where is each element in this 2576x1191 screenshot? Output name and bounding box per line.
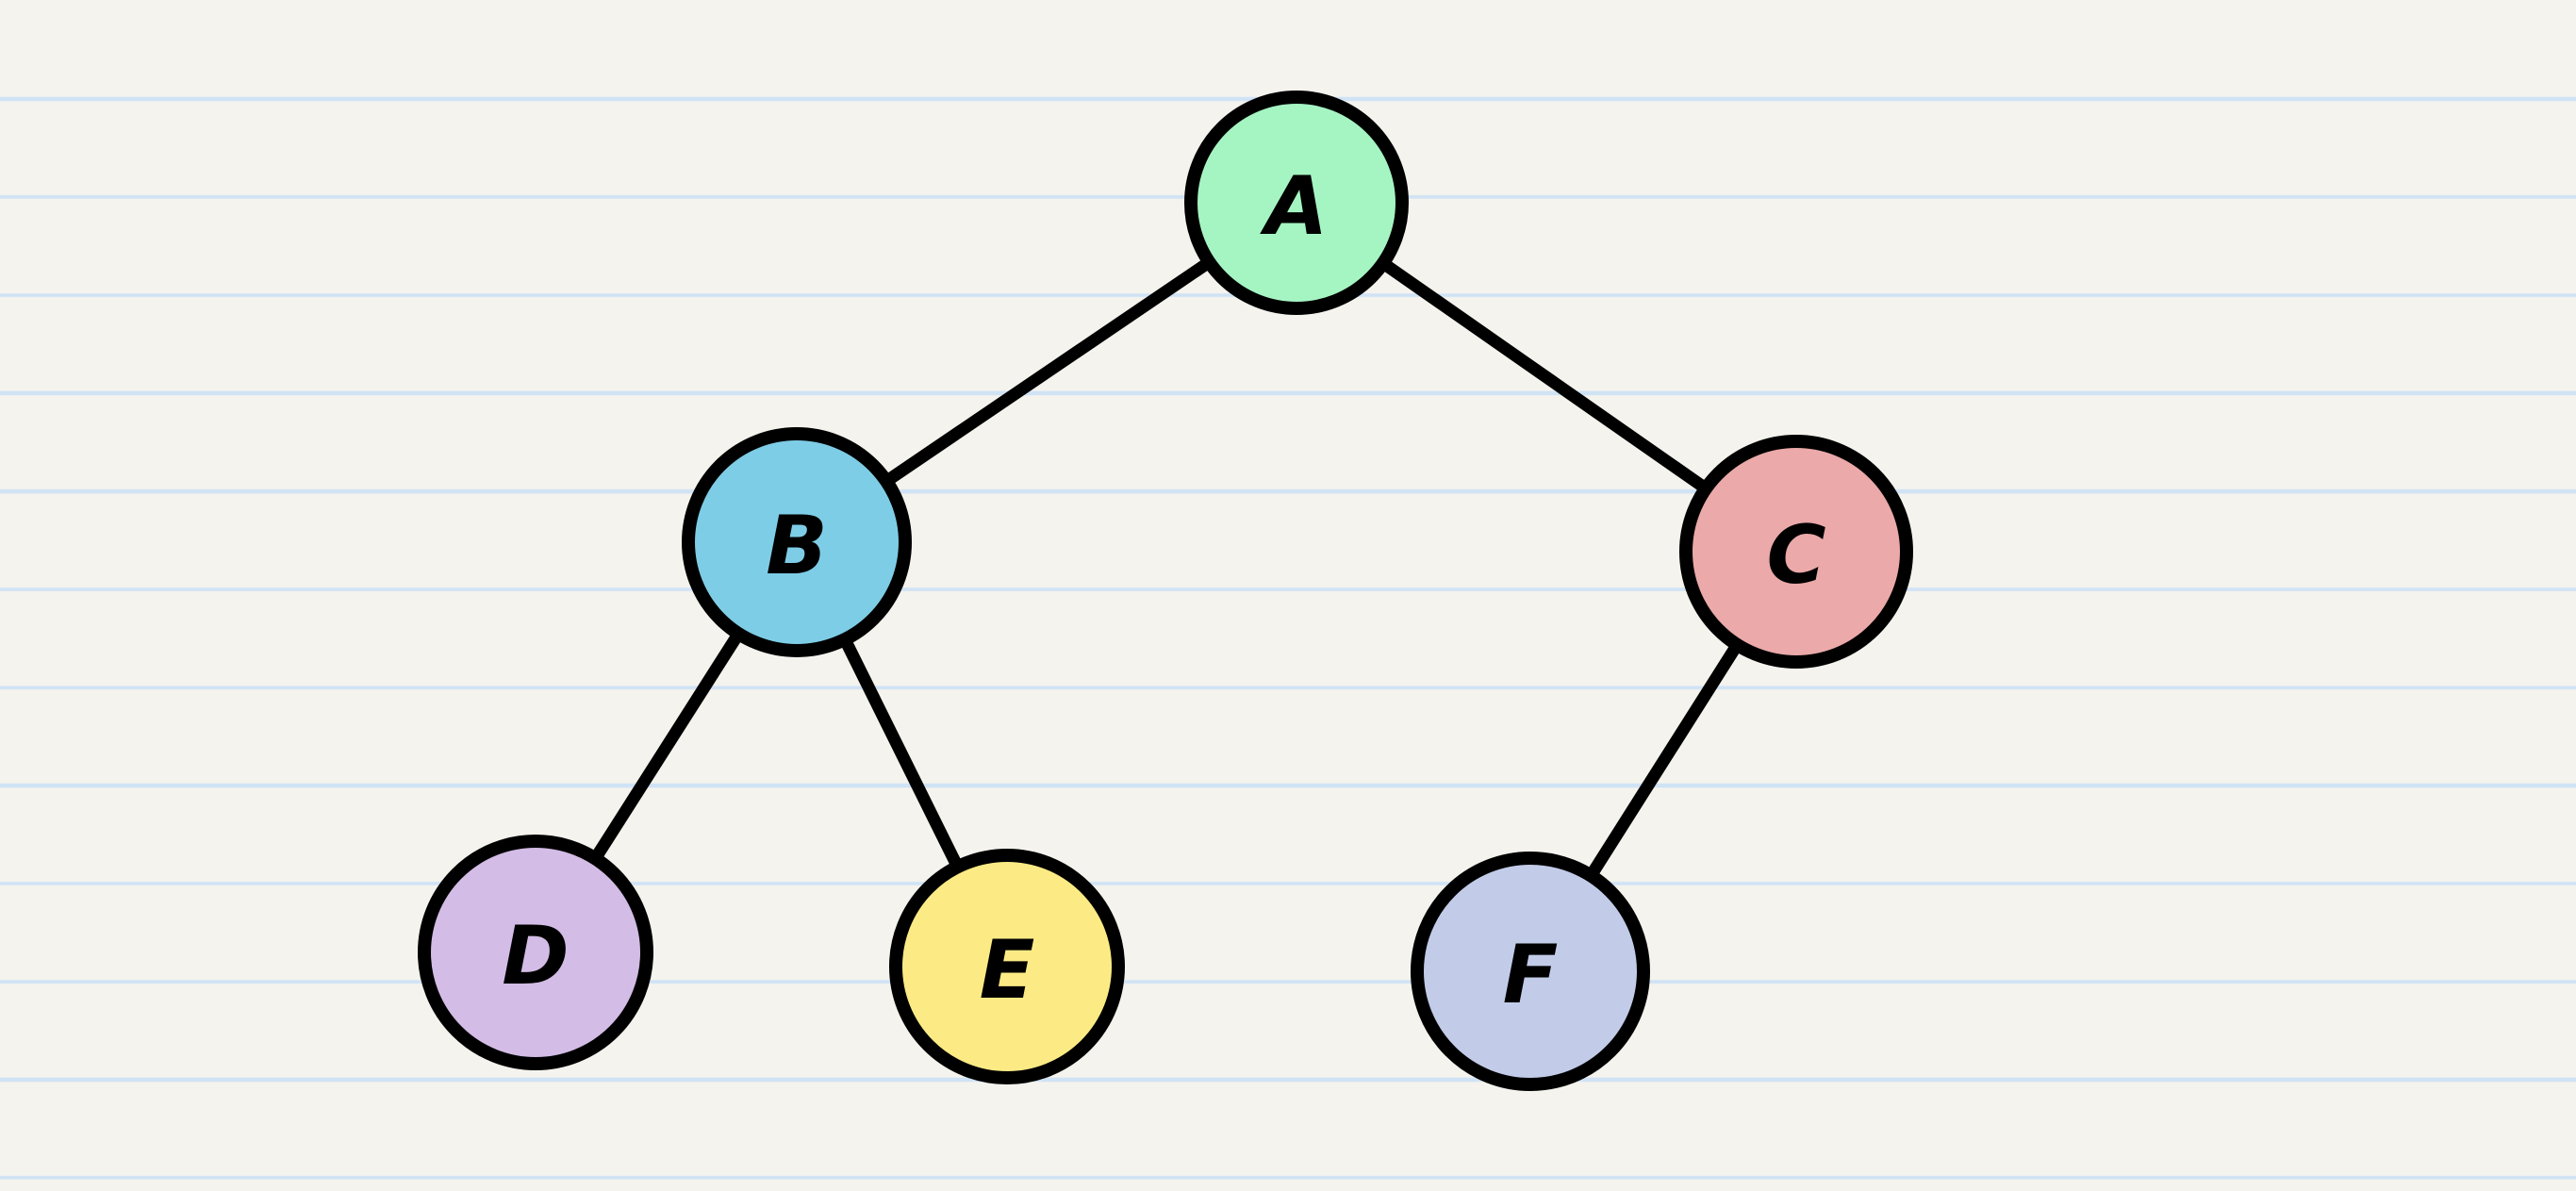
node-e[interactable]: E	[889, 849, 1125, 1084]
node-a[interactable]: A	[1184, 91, 1409, 315]
node-f-circle[interactable]	[1411, 852, 1650, 1091]
node-c[interactable]: C	[1679, 435, 1913, 669]
node-e-circle[interactable]	[889, 849, 1125, 1084]
edge-c-f	[1582, 635, 1745, 885]
node-a-circle[interactable]	[1184, 91, 1409, 315]
node-b-circle[interactable]	[682, 427, 912, 657]
node-d-label: D	[502, 909, 569, 1003]
edge-a-c	[1374, 255, 1715, 497]
node-f[interactable]: F	[1411, 852, 1650, 1091]
edge-b-d	[586, 624, 747, 868]
edges-layer	[586, 254, 1745, 885]
node-e-label: E	[980, 923, 1035, 1017]
node-b-label: B	[766, 499, 828, 593]
node-d[interactable]: D	[418, 835, 653, 1070]
edge-a-b	[877, 254, 1219, 490]
node-a-label: A	[1260, 159, 1329, 254]
node-c-circle[interactable]	[1679, 435, 1913, 669]
node-b[interactable]: B	[682, 427, 912, 657]
node-c-label: C	[1766, 508, 1825, 603]
nodes-layer: A B C D E F	[418, 91, 1913, 1091]
edge-b-e	[836, 630, 966, 877]
node-f-label: F	[1503, 928, 1559, 1022]
node-d-circle[interactable]	[418, 835, 653, 1070]
